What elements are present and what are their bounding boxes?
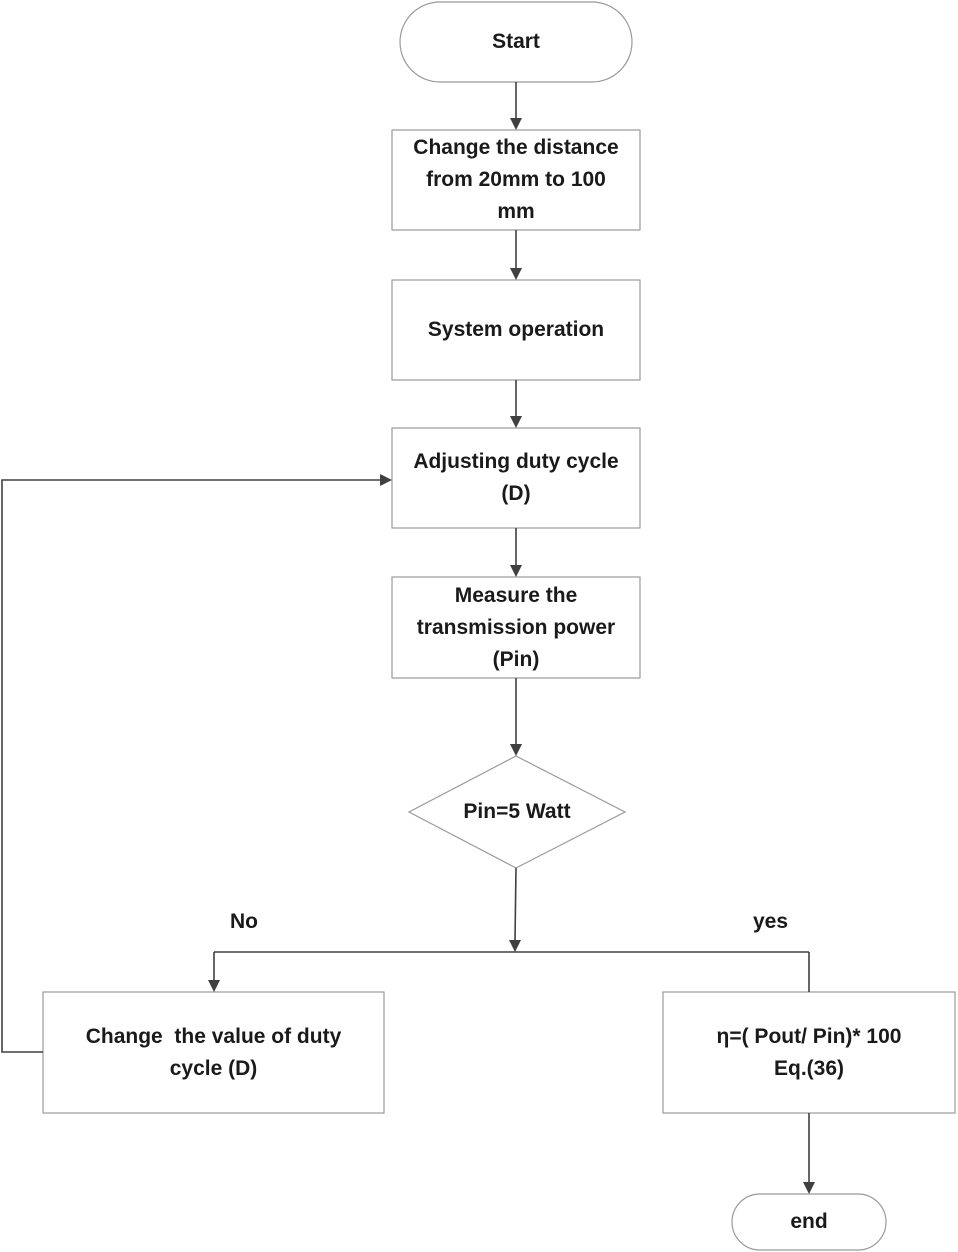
end-label: end bbox=[790, 1210, 828, 1233]
start-label: Start bbox=[492, 30, 540, 53]
arrowhead-icon bbox=[510, 565, 522, 577]
arrowhead-icon bbox=[510, 416, 522, 428]
measure-process-box bbox=[391, 576, 641, 679]
change-duty-step-label: Change the value of duty cycle (D) bbox=[85, 1024, 348, 1080]
arrowhead-icon bbox=[509, 940, 521, 952]
arrowhead-icon bbox=[510, 118, 522, 130]
arrowhead-icon bbox=[803, 1182, 815, 1194]
efficiency-step-label: η=( Pout/ Pin)* 100 Eq.(36) bbox=[716, 1024, 902, 1080]
adjust-process-box bbox=[391, 427, 641, 529]
connector-decision-split bbox=[514, 867, 517, 941]
arrowhead-icon bbox=[510, 744, 522, 756]
connector-loop-back bbox=[1, 479, 380, 1053]
arrowhead-icon bbox=[510, 268, 522, 280]
distance-step-label: Change the distance from 20mm to 100 mm bbox=[413, 136, 619, 223]
arrowhead-icon bbox=[380, 474, 392, 486]
distance-process-box bbox=[391, 129, 641, 231]
arrowhead-icon bbox=[208, 980, 220, 992]
adjust-step-label: Adjusting duty cycle (D) bbox=[413, 450, 619, 505]
operation-step-label: System operation bbox=[427, 318, 605, 341]
yes-branch-label: yes bbox=[753, 910, 789, 933]
no-branch-label: No bbox=[230, 910, 258, 933]
change-duty-process-box bbox=[42, 991, 385, 1114]
measure-step-label: Measure the transmission power (Pin) bbox=[416, 583, 616, 671]
decision-label: Pin=5 Watt bbox=[463, 800, 571, 823]
